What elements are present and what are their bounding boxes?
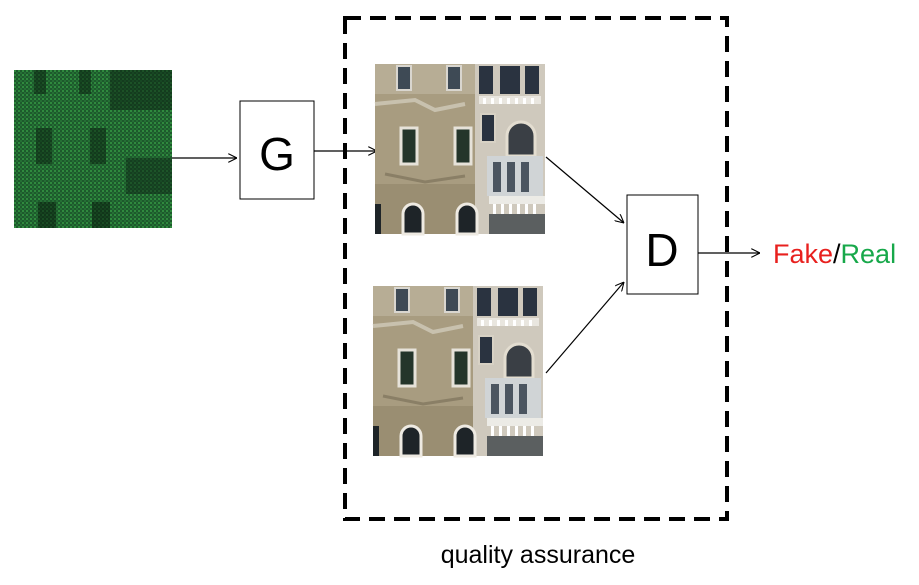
input-image <box>14 70 172 228</box>
real-text: Real <box>841 239 897 269</box>
quality-assurance-label: quality assurance <box>441 541 636 569</box>
generator-label: G <box>259 128 295 180</box>
generator-box: G <box>239 100 315 200</box>
discriminator-label: D <box>645 224 678 276</box>
real-image <box>371 284 545 458</box>
arrow-real-to-d <box>545 282 624 374</box>
generated-image <box>373 62 547 236</box>
discriminator-box: D <box>626 194 699 295</box>
arrow-generated-to-d <box>545 156 624 223</box>
quality-assurance-group <box>343 16 729 521</box>
output-label: Fake/Real <box>773 239 896 269</box>
output-separator: / <box>833 239 841 269</box>
fake-text: Fake <box>773 239 833 269</box>
